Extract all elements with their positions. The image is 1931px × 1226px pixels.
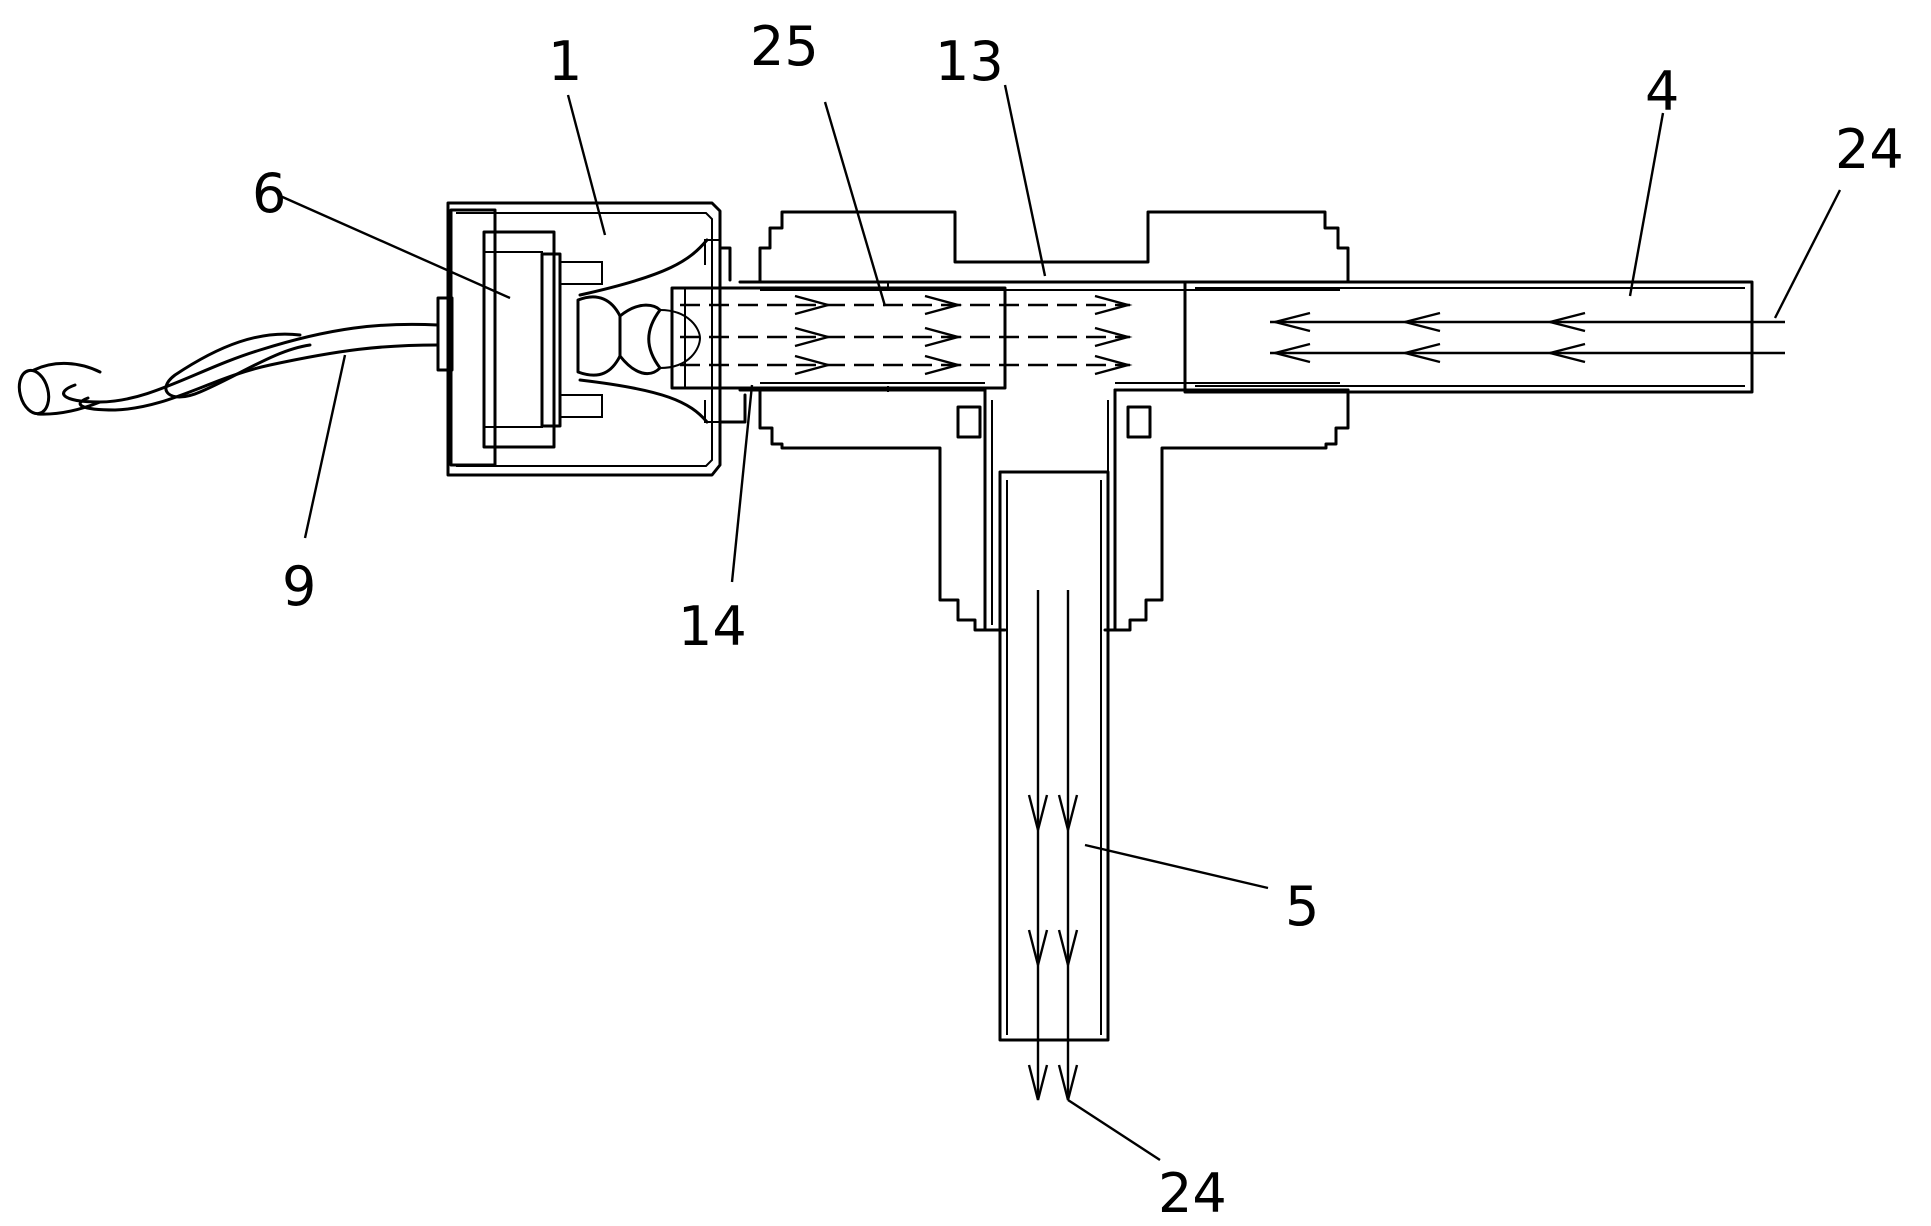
label-24-top: 24 bbox=[1835, 118, 1904, 181]
label-6: 6 bbox=[252, 162, 286, 225]
label-13: 13 bbox=[935, 30, 1004, 93]
label-25: 25 bbox=[750, 15, 819, 78]
label-4: 4 bbox=[1645, 60, 1679, 123]
mist-flow-arrows bbox=[680, 294, 1133, 376]
part-labels: 1 6 9 14 25 13 4 24 5 24 bbox=[252, 15, 1904, 1225]
leader-lines bbox=[277, 84, 1842, 1162]
label-5: 5 bbox=[1285, 875, 1319, 938]
tee-body bbox=[738, 210, 1350, 632]
label-14: 14 bbox=[678, 595, 747, 658]
nebulizer-housing bbox=[436, 201, 747, 477]
label-24-bottom: 24 bbox=[1158, 1162, 1227, 1225]
inlet-pipe bbox=[1183, 280, 1754, 394]
gas-flow-inlet-arrows bbox=[1270, 311, 1785, 364]
label-9: 9 bbox=[282, 555, 316, 618]
supply-tube bbox=[17, 322, 440, 416]
gas-flow-outlet-arrows bbox=[1027, 590, 1079, 1101]
outlet-pipe bbox=[998, 470, 1110, 1042]
label-1: 1 bbox=[548, 30, 582, 93]
